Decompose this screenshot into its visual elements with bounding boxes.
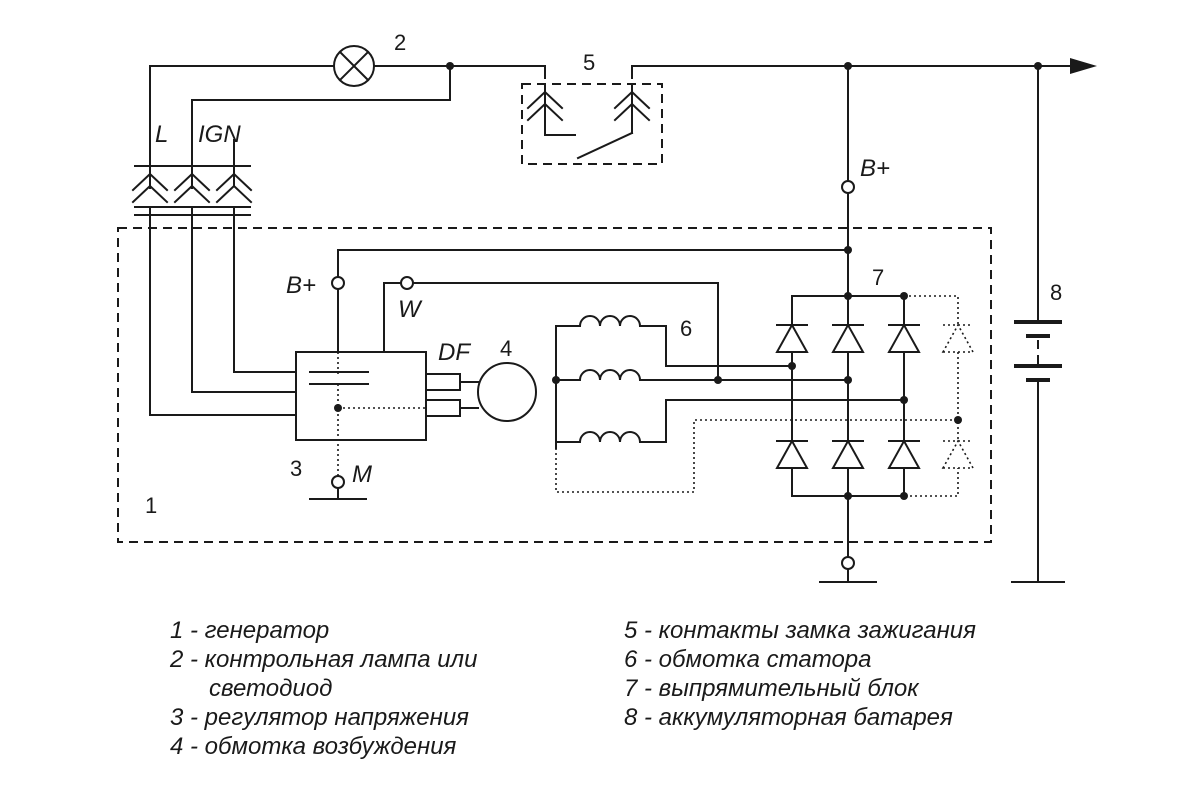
legend-left: 1 - генератор 2 - контрольная лампа или …	[170, 616, 477, 761]
label-l: L	[155, 121, 168, 148]
legend-right: 5 - контакты замка зажигания 6 - обмотка…	[624, 616, 976, 732]
legend-item: 4 - обмотка возбуждения	[170, 733, 457, 760]
number-rectifier: 7	[872, 265, 884, 290]
excitation-winding	[425, 362, 537, 422]
legend-item: 2 - контрольная лампа или	[170, 646, 478, 673]
top-wiring	[149, 58, 1097, 189]
number-lamp: 2	[394, 30, 406, 55]
label-b-plus-regulator: B+	[286, 272, 316, 299]
legend-item: 3 - регулятор напряжения	[170, 704, 470, 731]
label-ign: IGN	[198, 121, 241, 148]
diode-upper-3	[887, 322, 921, 353]
diode-lower-2	[831, 438, 865, 469]
diode-upper-2	[831, 322, 865, 353]
number-regulator: 3	[290, 456, 302, 481]
regulator-input-wires	[149, 206, 297, 416]
voltage-regulator	[295, 249, 849, 500]
output-arrow	[1070, 58, 1097, 74]
legend-item: 6 - обмотка статора	[624, 646, 872, 673]
number-stator: 6	[680, 316, 692, 341]
number-excitation: 4	[500, 336, 512, 361]
control-lamp	[333, 45, 375, 87]
diode-lower-3	[887, 438, 921, 469]
ignition-switch-contacts	[521, 83, 663, 165]
number-ignition-contacts: 5	[583, 50, 595, 75]
rectifier-block	[775, 65, 975, 583]
diode-lower-1	[775, 438, 809, 469]
number-battery: 8	[1050, 280, 1062, 305]
diode-upper-1	[775, 322, 809, 353]
number-generator: 1	[145, 493, 157, 518]
legend-item: 5 - контакты замка зажигания	[624, 617, 976, 644]
generator-housing-outline	[117, 227, 992, 543]
diode-upper-4-optional	[941, 323, 975, 353]
label-w: W	[398, 296, 423, 323]
legend-item: 8 - аккумуляторная батарея	[624, 704, 953, 731]
legend-item: 1 - генератор	[170, 617, 330, 644]
legend-item: 7 - выпрямительный блок	[624, 675, 919, 702]
label-m: M	[352, 461, 372, 488]
battery	[1011, 65, 1065, 583]
label-df: DF	[438, 339, 471, 366]
label-b-plus-top: B+	[860, 155, 890, 182]
diode-lower-4-optional	[941, 439, 975, 469]
legend-item: светодиод	[209, 675, 333, 702]
stator-windings	[552, 315, 958, 493]
